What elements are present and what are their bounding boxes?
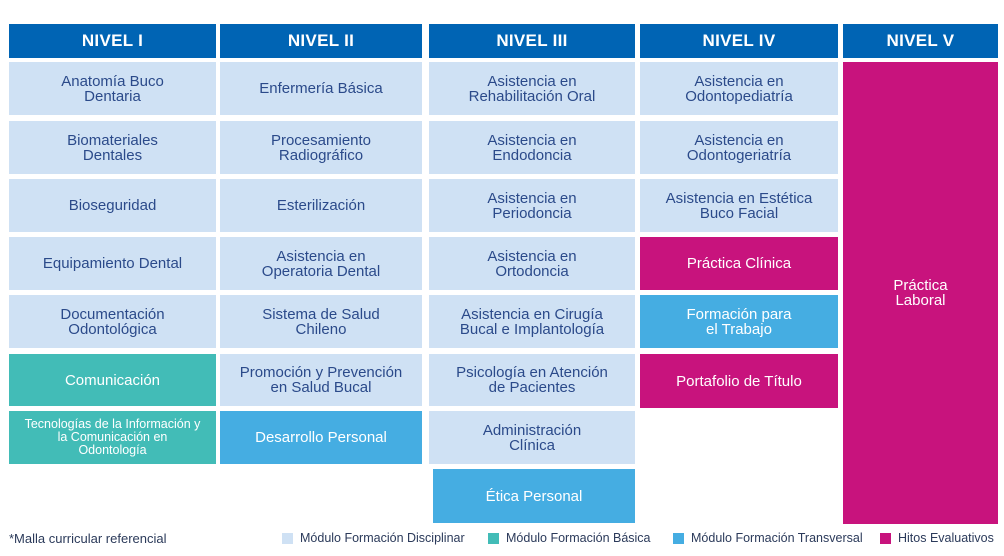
module-cell: Asistencia en Cirugía Bucal e Implantolo… — [429, 295, 635, 348]
module-cell: Sistema de Salud Chileno — [220, 295, 422, 348]
header-nivel-1: NIVEL I — [9, 24, 216, 58]
module-cell: Asistencia en Rehabilitación Oral — [429, 62, 635, 115]
legend-swatch — [880, 532, 891, 544]
module-cell: Equipamiento Dental — [9, 237, 216, 290]
module-cell: Esterilización — [220, 179, 422, 232]
header-nivel-3: NIVEL III — [429, 24, 635, 58]
module-cell: Asistencia en Odontogeriatría — [640, 121, 838, 174]
module-cell: Asistencia en Endodoncia — [429, 121, 635, 174]
legend-label: Módulo Formación Transversal — [691, 531, 863, 545]
legend-label: Hitos Evaluativos — [898, 531, 994, 545]
legend-item-transversal: Módulo Formación Transversal — [673, 531, 863, 545]
module-cell: Documentación Odontológica — [9, 295, 216, 348]
module-cell: Práctica Clínica — [640, 237, 838, 290]
module-cell: Desarrollo Personal — [220, 411, 422, 464]
legend-swatch — [488, 532, 499, 544]
footnote: *Malla curricular referencial — [9, 531, 167, 546]
module-cell: Asistencia en Ortodoncia — [429, 237, 635, 290]
header-nivel-2: NIVEL II — [220, 24, 422, 58]
module-cell: Tecnologías de la Información y la Comun… — [9, 411, 216, 464]
module-cell: Promoción y Prevención en Salud Bucal — [220, 354, 422, 406]
legend-item-disciplinar: Módulo Formación Disciplinar — [282, 531, 465, 545]
module-cell: Portafolio de Título — [640, 354, 838, 408]
module-cell: Administración Clínica — [429, 411, 635, 464]
header-nivel-5: NIVEL V — [843, 24, 998, 58]
legend-swatch — [282, 532, 293, 544]
module-cell: Formación para el Trabajo — [640, 295, 838, 348]
module-cell: Asistencia en Estética Buco Facial — [640, 179, 838, 232]
header-nivel-4: NIVEL IV — [640, 24, 838, 58]
module-cell: Comunicación — [9, 354, 216, 406]
module-cell: Anatomía Buco Dentaria — [9, 62, 216, 115]
module-cell: Asistencia en Operatoria Dental — [220, 237, 422, 290]
legend-swatch — [673, 532, 684, 544]
module-cell: Procesamiento Radiográfico — [220, 121, 422, 174]
legend-label: Módulo Formación Básica — [506, 531, 651, 545]
module-cell: Enfermería Básica — [220, 62, 422, 115]
legend-label: Módulo Formación Disciplinar — [300, 531, 465, 545]
module-cell: Biomateriales Dentales — [9, 121, 216, 174]
module-cell-practica-laboral: Práctica Laboral — [843, 62, 998, 524]
legend-item-basica: Módulo Formación Básica — [488, 531, 651, 545]
module-cell: Bioseguridad — [9, 179, 216, 232]
module-cell: Asistencia en Periodoncia — [429, 179, 635, 232]
legend-item-hitos: Hitos Evaluativos — [880, 531, 994, 545]
module-cell: Psicología en Atención de Pacientes — [429, 354, 635, 406]
module-cell: Ética Personal — [433, 469, 635, 523]
module-cell: Asistencia en Odontopediatría — [640, 62, 838, 115]
